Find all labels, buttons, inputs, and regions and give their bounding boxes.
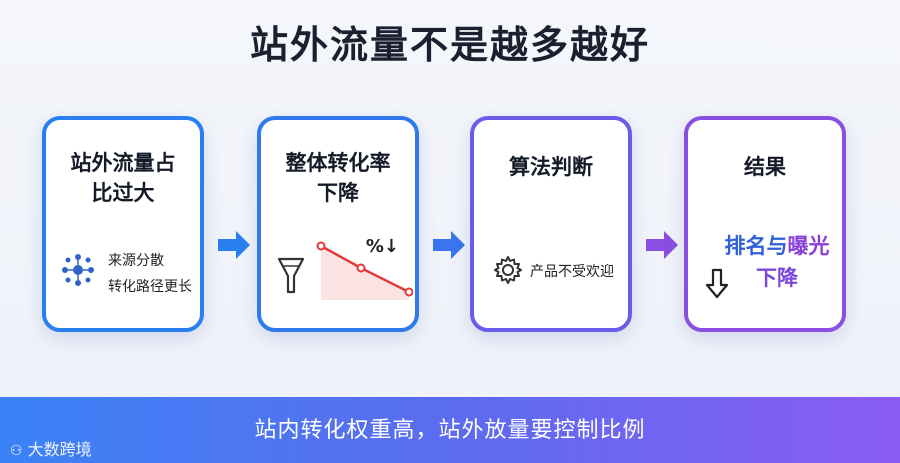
declining-line-chart — [316, 241, 413, 300]
card-algorithm-judgment: 算法判断 产品不受欢迎 — [470, 116, 632, 332]
page-title: 站外流量不是越多越好 — [249, 23, 650, 67]
card-conversion-drop: 整体转化率 下降 %↓ — [257, 116, 419, 332]
card3-title: 算法判断 — [509, 155, 593, 179]
watermark-text: 大数跨境 — [27, 440, 92, 459]
card-result: 结果 排名与曝光 下降 — [684, 116, 846, 332]
flow-arrow-3 — [646, 231, 678, 259]
card1-bullet-2: 转化路径更长 — [108, 279, 192, 295]
flow-arrow-1 — [218, 231, 250, 259]
result-line2: 下降 — [756, 266, 798, 290]
bottom-banner-bar — [0, 397, 900, 463]
card3-note: 产品不受欢迎 — [530, 264, 614, 280]
card2-title-line1: 整体转化率 — [285, 151, 391, 175]
result-part2: 曝光 — [787, 234, 830, 258]
dispersed-nodes-icon — [62, 254, 94, 286]
gear-icon — [494, 256, 522, 284]
funnel-icon — [277, 257, 305, 294]
down-arrow-icon — [705, 268, 729, 299]
card1-bullet-1: 来源分散 — [108, 253, 164, 269]
bottom-banner-text: 站内转化权重高，站外放量要控制比例 — [254, 418, 646, 443]
watermark-logo-icon: ⚇ — [10, 443, 23, 459]
percent-down-badge: %↓ — [365, 236, 399, 257]
card1-title-line2: 比过大 — [91, 181, 155, 205]
card2-title-line2: 下降 — [317, 181, 359, 205]
card4-title: 结果 — [744, 155, 786, 179]
result-part1: 排名与 — [724, 234, 788, 258]
card-offsite-traffic: 站外流量占 比过大 来源分散 转化路径更长 — [42, 116, 204, 332]
watermark: ⚇ 大数跨境 — [10, 436, 92, 460]
result-line1: 排名与曝光 — [700, 230, 854, 262]
flow-arrow-2 — [433, 231, 465, 259]
card1-title-line1: 站外流量占 — [70, 151, 176, 175]
